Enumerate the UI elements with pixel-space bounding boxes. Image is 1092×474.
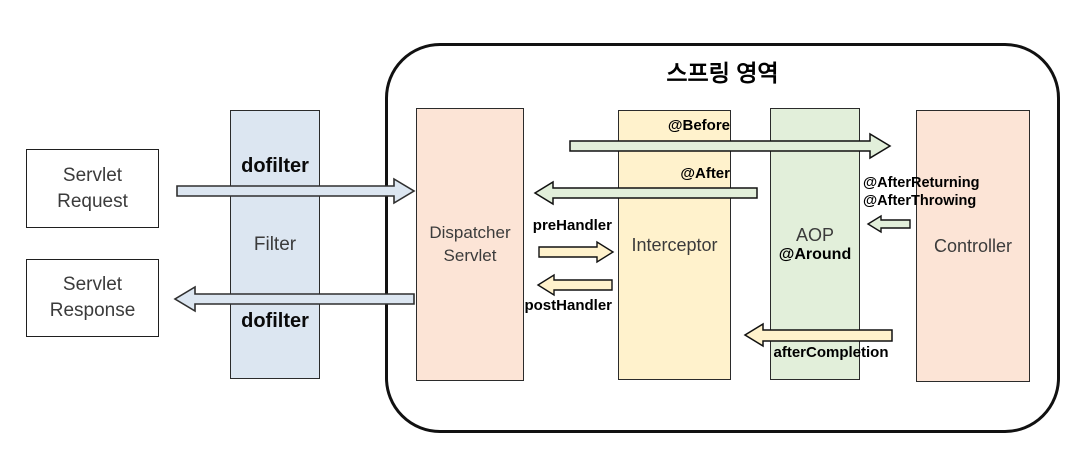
servlet-request-label-line2: Request: [57, 190, 128, 212]
interceptor-box: Interceptor: [618, 110, 731, 380]
afterreturning-label: @AfterReturning: [863, 175, 980, 191]
posthandler-label: postHandler: [524, 297, 612, 314]
servlet-response-label-line1: Servlet: [62, 274, 123, 296]
servlet-request-box: Servlet Request: [26, 149, 159, 228]
afterthrowing-label: @AfterThrowing: [863, 193, 977, 209]
aop-label: AOP: [795, 224, 834, 245]
controller-label: Controller: [933, 235, 1013, 256]
spring-area-title: 스프링 영역: [666, 60, 779, 86]
dofilter-request-label: dofilter: [241, 155, 309, 177]
aftercompletion-label: afterCompletion: [773, 344, 889, 361]
aop-box: AOP @Around: [770, 108, 860, 380]
interceptor-label: Interceptor: [631, 234, 718, 255]
filter-label: Filter: [253, 233, 297, 255]
filter-box: Filter: [230, 110, 320, 379]
dispatcher-servlet-box: Dispatcher Servlet: [416, 108, 524, 381]
servlet-response-box: Servlet Response: [26, 259, 159, 337]
servlet-response-label-line2: Response: [49, 300, 136, 321]
servlet-request-label-line1: Servlet: [62, 164, 123, 186]
aop-around-label: @Around: [778, 245, 852, 263]
before-label: @Before: [667, 117, 730, 134]
dofilter-response-label: dofilter: [241, 310, 309, 332]
dispatcher-servlet-label-line2: Servlet: [443, 245, 497, 265]
prehandler-label: preHandler: [532, 217, 612, 234]
dispatcher-servlet-label-line1: Dispatcher: [429, 222, 511, 242]
after-label: @After: [680, 165, 730, 182]
controller-box: Controller: [916, 110, 1030, 382]
